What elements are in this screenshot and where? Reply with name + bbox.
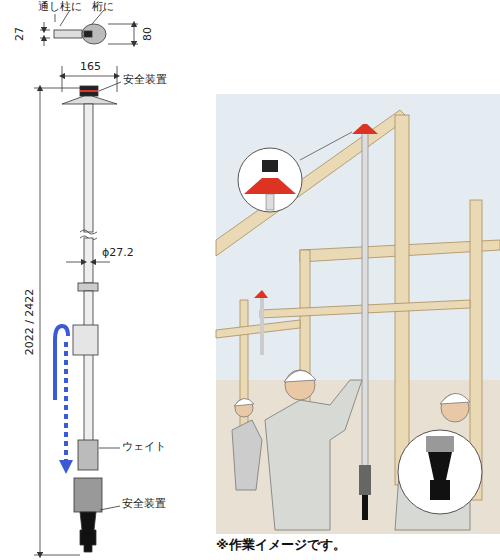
dim-165-part xyxy=(62,76,117,77)
worker-part xyxy=(284,370,316,382)
work-illustration-part xyxy=(216,380,500,534)
motion-arrow-part xyxy=(59,460,73,474)
motion-arrow-part xyxy=(64,342,68,462)
worker-part xyxy=(441,394,469,422)
worker-part xyxy=(440,393,470,404)
top-view-part xyxy=(40,30,50,31)
pole-part xyxy=(93,262,110,263)
motion-arrow xyxy=(55,326,73,474)
leader-lines-part xyxy=(100,506,120,510)
callout-top-part xyxy=(238,148,302,212)
work-illustration xyxy=(216,94,500,534)
callout-top-part xyxy=(300,132,352,160)
top-view-part xyxy=(55,14,56,22)
dimension: 165 xyxy=(80,61,101,74)
top-view-part xyxy=(44,38,45,46)
worker-part xyxy=(265,380,362,530)
callout-top-part xyxy=(266,194,274,210)
top-view xyxy=(40,10,138,46)
pole-in-use-part xyxy=(362,130,368,490)
work-illustration-part-part xyxy=(216,110,408,256)
work-illustration-part-part xyxy=(216,320,300,338)
top-view-part xyxy=(134,24,135,44)
top-view-part xyxy=(108,44,138,45)
pole-part xyxy=(78,283,98,291)
pole-part xyxy=(74,478,102,512)
top-view-part xyxy=(84,31,92,37)
caption: ※作業イメージです。 xyxy=(216,538,346,553)
leader-lines-part xyxy=(99,448,120,449)
pole-part xyxy=(80,90,98,92)
pole-in-use-part xyxy=(352,124,378,134)
leader-lines-part xyxy=(99,82,121,91)
callout-top-part xyxy=(244,178,296,194)
pole-in-use-part xyxy=(254,290,268,298)
part-name: 通し柱に xyxy=(38,1,82,14)
top-view-part xyxy=(44,22,45,30)
top-view-part xyxy=(108,24,138,25)
part-name: 安全装置 xyxy=(123,74,167,87)
worker-part xyxy=(232,420,262,490)
pole-part xyxy=(84,238,93,283)
dim-length xyxy=(34,88,80,555)
pole-part xyxy=(80,512,96,552)
dimension: 80 xyxy=(142,25,155,43)
top-view-part xyxy=(40,38,50,39)
pole-in-use-part xyxy=(359,465,371,495)
dimension: 27 xyxy=(14,25,27,43)
pole-part xyxy=(78,440,98,470)
part-name: 桁に xyxy=(92,1,114,14)
pole-in-use-part xyxy=(362,495,368,520)
work-illustration-part xyxy=(216,94,500,534)
dimension: ϕ27.2 xyxy=(102,247,134,260)
pole-part xyxy=(73,325,98,355)
callout-top xyxy=(238,132,352,212)
callout-top-part xyxy=(262,160,278,172)
dim-length-part xyxy=(34,88,80,89)
top-view-part xyxy=(82,24,106,44)
callout-bottom-part xyxy=(426,436,454,452)
pole xyxy=(62,86,117,552)
dim-length-part xyxy=(34,555,80,556)
pole-part xyxy=(80,86,98,96)
callout-bottom-part xyxy=(428,452,452,500)
leader-lines xyxy=(99,82,121,510)
pole-part xyxy=(84,291,93,451)
pole-in-use-part xyxy=(260,295,264,355)
work-illustration-part-part xyxy=(395,115,409,485)
callout-bottom-part xyxy=(398,430,482,514)
pole-part xyxy=(66,262,84,263)
dimension: 2022 / 2422 xyxy=(24,287,37,358)
worker-part xyxy=(235,399,253,417)
dim-165-part xyxy=(117,66,118,92)
worker-part xyxy=(285,370,315,400)
part-name: ウェイト xyxy=(122,441,166,454)
top-view-part xyxy=(54,30,82,38)
worker-part xyxy=(234,398,254,406)
callout-bottom xyxy=(398,430,482,514)
work-illustration-part-part xyxy=(240,300,248,440)
dim-length-part xyxy=(40,88,41,555)
pole-part xyxy=(84,104,93,232)
part-name: 安全装置 xyxy=(122,498,166,511)
